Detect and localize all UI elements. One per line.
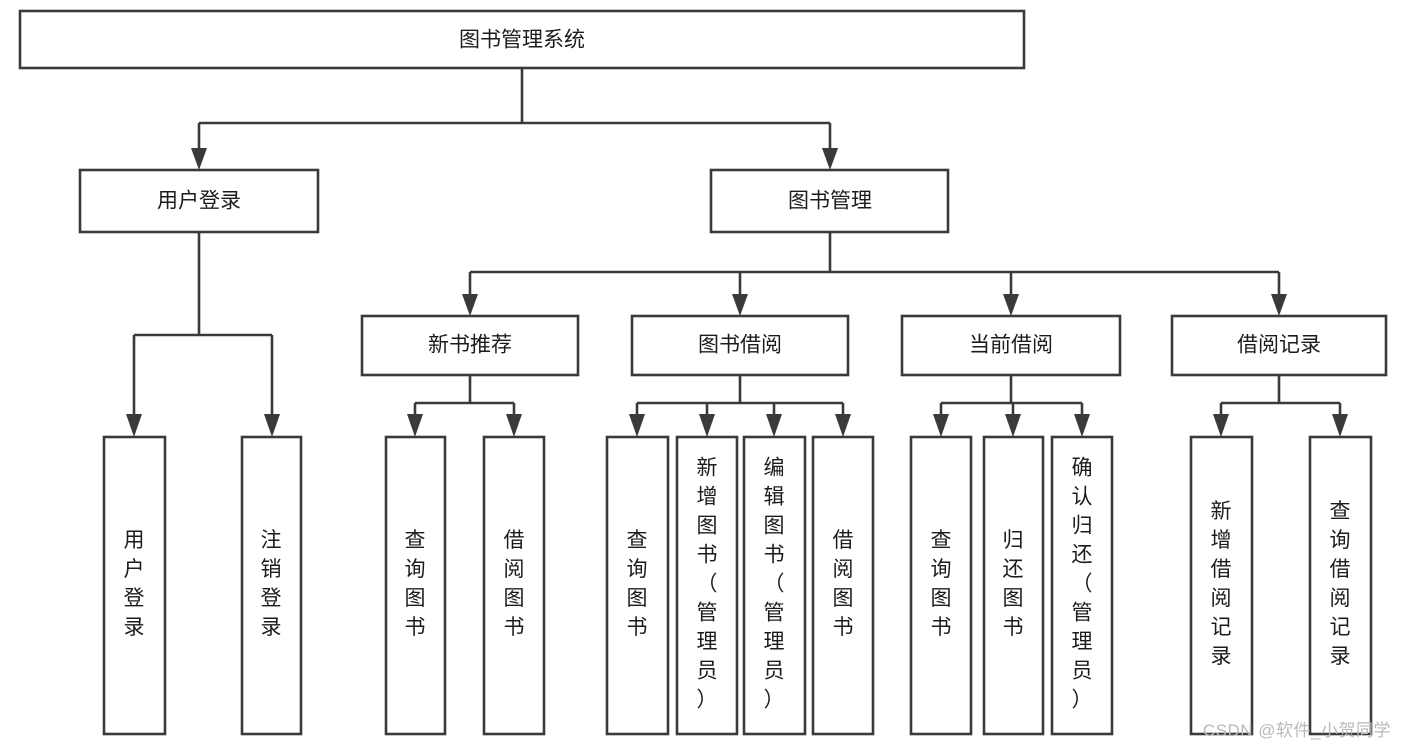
node-leaf-confirm-return-label: 确认归还（管理员） <box>1072 457 1093 712</box>
arrow-head-book-borrow <box>732 294 748 316</box>
node-leaf-add-book-box[interactable] <box>675 435 739 736</box>
node-leaf-query-book-1-label: 查询图书 <box>405 529 426 639</box>
node-leaf-return-book[interactable]: 归还图书 <box>982 435 1045 736</box>
node-leaf-query-record-label: 查询借阅记录 <box>1330 500 1351 668</box>
node-leaf-confirm-return[interactable]: 确认归还（管理员） <box>1050 435 1114 736</box>
node-leaf-user-login-label: 用户登录 <box>124 529 145 639</box>
node-leaf-query-book-2[interactable]: 查询图书 <box>605 435 670 736</box>
node-leaf-user-logout[interactable]: 注销登录 <box>240 435 303 736</box>
node-current-borrow-box[interactable] <box>900 314 1122 377</box>
csdn-watermark: CSDN @软件_小贺同学 <box>1202 721 1391 740</box>
node-leaf-query-book-3-box[interactable] <box>909 435 973 736</box>
node-book-borrow-label: 图书借阅 <box>698 334 782 357</box>
node-leaf-query-record-box[interactable] <box>1308 435 1373 736</box>
node-current-borrow[interactable]: 当前借阅 <box>900 314 1122 377</box>
node-user-login-box[interactable] <box>78 168 320 234</box>
node-leaf-query-book-1-box[interactable] <box>384 435 447 736</box>
node-book-borrow[interactable]: 图书借阅 <box>630 314 850 377</box>
arrow-head-leaf-query-book-2 <box>629 414 645 437</box>
arrow-head-new-book-recommend <box>462 294 478 316</box>
node-root-box[interactable] <box>18 9 1026 70</box>
node-leaf-user-login-box[interactable] <box>102 435 167 736</box>
node-leaf-add-record-label: 新增借阅记录 <box>1211 500 1232 668</box>
node-leaf-borrow-book-1[interactable]: 借阅图书 <box>482 435 546 736</box>
node-book-borrow-box[interactable] <box>630 314 850 377</box>
arrow-head-user-login <box>191 148 207 170</box>
node-leaf-query-book-1[interactable]: 查询图书 <box>384 435 447 736</box>
arrow-head-leaf-query-record <box>1332 414 1348 437</box>
node-leaf-return-book-box[interactable] <box>982 435 1045 736</box>
node-leaf-edit-book-box[interactable] <box>742 435 807 736</box>
arrow-head-leaf-user-logout <box>264 414 280 437</box>
node-leaf-add-book-label: 新增图书（管理员） <box>697 457 718 712</box>
node-new-book-recommend[interactable]: 新书推荐 <box>360 314 580 377</box>
node-user-login-label: 用户登录 <box>157 190 241 213</box>
node-leaf-add-record[interactable]: 新增借阅记录 <box>1189 435 1254 736</box>
arrow-head-leaf-return-book <box>1005 414 1021 437</box>
node-user-login[interactable]: 用户登录 <box>78 168 320 234</box>
arrow-head-leaf-borrow-book-2 <box>835 414 851 437</box>
node-leaf-user-login[interactable]: 用户登录 <box>102 435 167 736</box>
arrow-head-leaf-edit-book <box>766 414 782 437</box>
node-leaf-add-book[interactable]: 新增图书（管理员） <box>675 435 739 736</box>
node-leaf-borrow-book-2-box[interactable] <box>811 435 875 736</box>
arrow-head-leaf-query-book-1 <box>407 414 423 437</box>
node-leaf-borrow-book-2[interactable]: 借阅图书 <box>811 435 875 736</box>
node-leaf-user-logout-box[interactable] <box>240 435 303 736</box>
node-leaf-borrow-book-2-label: 借阅图书 <box>833 529 854 639</box>
node-leaf-query-book-2-box[interactable] <box>605 435 670 736</box>
node-new-book-recommend-box[interactable] <box>360 314 580 377</box>
node-leaf-user-logout-label: 注销登录 <box>261 529 282 639</box>
arrow-head-leaf-add-record <box>1213 414 1229 437</box>
leaf-node-group: 用户登录 注销登录 查询图书 借阅图书 查询图书 新增图书（管理员） <box>102 435 1373 736</box>
node-leaf-query-book-3-label: 查询图书 <box>931 529 952 639</box>
arrow-head-leaf-query-book-3 <box>933 414 949 437</box>
node-root-label: 图书管理系统 <box>459 29 585 52</box>
node-leaf-borrow-book-1-box[interactable] <box>482 435 546 736</box>
node-leaf-confirm-return-box[interactable] <box>1050 435 1114 736</box>
arrow-head-book-management <box>822 148 838 170</box>
arrow-head-leaf-add-book <box>699 414 715 437</box>
node-borrow-record-box[interactable] <box>1170 314 1388 377</box>
node-leaf-return-book-label: 归还图书 <box>1003 529 1024 639</box>
node-book-management[interactable]: 图书管理 <box>709 168 950 234</box>
node-leaf-query-record[interactable]: 查询借阅记录 <box>1308 435 1373 736</box>
node-borrow-record[interactable]: 借阅记录 <box>1170 314 1388 377</box>
node-leaf-borrow-book-1-label: 借阅图书 <box>504 529 525 639</box>
arrow-head-borrow-record <box>1271 294 1287 316</box>
node-leaf-edit-book-label: 编辑图书（管理员） <box>764 457 785 712</box>
node-leaf-edit-book[interactable]: 编辑图书（管理员） <box>742 435 807 736</box>
node-borrow-record-label: 借阅记录 <box>1237 334 1321 357</box>
arrow-head-leaf-confirm-return <box>1074 414 1090 437</box>
node-current-borrow-label: 当前借阅 <box>969 334 1053 357</box>
arrow-head-current-borrow <box>1003 294 1019 316</box>
node-leaf-add-record-box[interactable] <box>1189 435 1254 736</box>
node-new-book-recommend-label: 新书推荐 <box>428 334 512 357</box>
node-book-management-label: 图书管理 <box>788 190 872 213</box>
node-leaf-query-book-2-label: 查询图书 <box>627 529 648 639</box>
node-book-management-box[interactable] <box>709 168 950 234</box>
arrow-head-leaf-user-login <box>126 414 142 437</box>
node-root[interactable]: 图书管理系统 <box>18 9 1026 70</box>
connector-layer <box>126 68 1348 437</box>
arrow-head-leaf-borrow-book-1 <box>506 414 522 437</box>
node-leaf-query-book-3[interactable]: 查询图书 <box>909 435 973 736</box>
